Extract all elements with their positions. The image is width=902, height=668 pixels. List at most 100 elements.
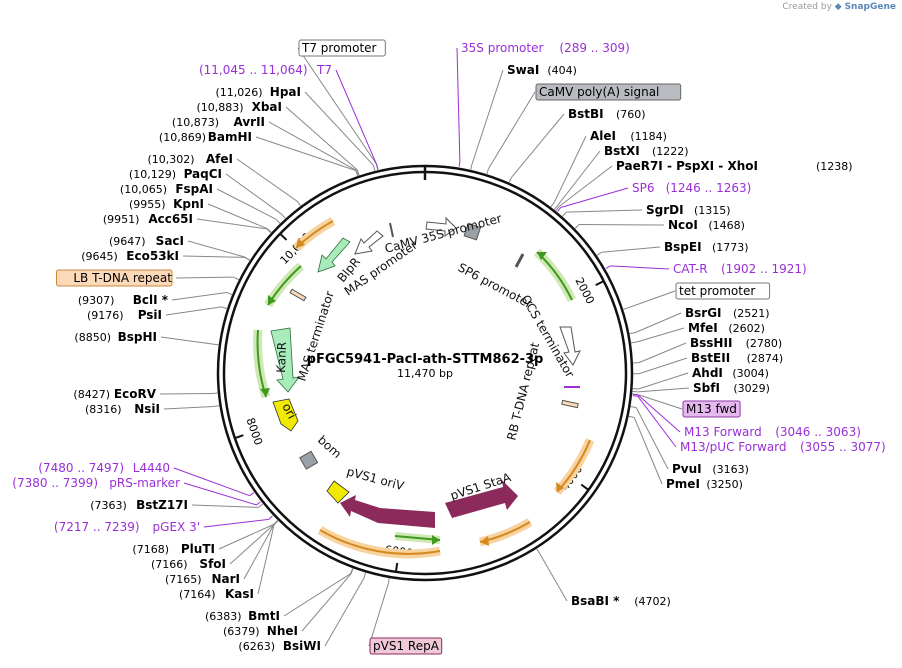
cat-r-primer: CAT-R bbox=[673, 262, 708, 276]
bsiwi-enzyme: BsiWI bbox=[283, 639, 321, 653]
m13-puc-forward-primer: M13/pUC Forward bbox=[680, 440, 787, 454]
label-bamhi[interactable]: BamHI(10,869) bbox=[159, 130, 359, 177]
bsshii-position: (2780) bbox=[746, 337, 783, 350]
label-m13-puc-forward[interactable]: M13/pUC Forward (3055 .. 3077) bbox=[632, 395, 886, 454]
label-acc65i[interactable]: Acc65I(9951) bbox=[103, 212, 272, 234]
kpni-position: (9955) bbox=[129, 198, 166, 211]
label-sfoi[interactable]: SfoI(7166) bbox=[151, 519, 279, 571]
label-bstbi[interactable]: BstBI(760) bbox=[508, 107, 646, 183]
label-mfei[interactable]: MfeI(2602) bbox=[630, 321, 765, 344]
bsabi-position: (4702) bbox=[634, 595, 671, 608]
label-l4440[interactable]: L4440(7480 .. 7497) bbox=[38, 461, 255, 497]
label-pmei[interactable]: PmeI(3250) bbox=[628, 415, 743, 491]
eco53ki-enzyme: Eco53kI bbox=[126, 249, 179, 263]
label-bcli[interactable]: BclI *(9307) bbox=[78, 291, 233, 307]
label-hpai[interactable]: HpaI (11,026) bbox=[216, 85, 376, 172]
fspai-enzyme: FspAI bbox=[175, 182, 213, 196]
paqci-enzyme: PaqCI bbox=[184, 167, 222, 181]
label-tet-promoter[interactable]: tet promoter bbox=[622, 282, 771, 310]
label-bsiwi[interactable]: BsiWI(6263) bbox=[238, 572, 367, 653]
psii-enzyme: PsiI bbox=[138, 308, 162, 322]
label-fspai[interactable]: FspAI(10,065) bbox=[120, 182, 281, 224]
label-m13-forward[interactable]: M13 Forward(3046 .. 3063) bbox=[632, 393, 861, 439]
label-alei[interactable]: AleI(1184) bbox=[550, 129, 667, 208]
label-bstxi[interactable]: BstXI(1222) bbox=[553, 144, 689, 211]
size-tick-2 bbox=[395, 562, 399, 572]
label-bsphi[interactable]: BspHI(8850) bbox=[74, 330, 219, 346]
label-ahdi[interactable]: AhdI(3004) bbox=[632, 366, 769, 390]
label-camv-poly-a-signal[interactable]: CaMV poly(A) signal bbox=[486, 83, 682, 175]
pvs1-repa-box bbox=[369, 637, 443, 655]
afei-enzyme: AfeI bbox=[206, 152, 233, 166]
label-bsrgi[interactable]: BsrGI(2521) bbox=[629, 306, 770, 335]
camv-poly-a-signal-box bbox=[535, 83, 682, 101]
label-psii[interactable]: PsiI (9176) bbox=[87, 306, 228, 322]
label-bsabi[interactable]: BsaBI *(4702) bbox=[536, 548, 671, 608]
label-ecorv[interactable]: EcoRV(8427) bbox=[73, 387, 219, 401]
nari-position: (7165) bbox=[165, 573, 202, 586]
label-pluti[interactable]: PluTI(7168) bbox=[132, 519, 279, 556]
mfei-position: (2602) bbox=[728, 322, 765, 335]
label-eco53ki[interactable]: Eco53kI(9645) bbox=[81, 249, 251, 263]
m13-puc-forward-range: (3055 .. 3077) bbox=[800, 440, 886, 454]
label-paqci[interactable]: PaqCI(10,129) bbox=[129, 167, 286, 219]
label-pgex-3[interactable]: pGEX 3'(7217 .. 7239) bbox=[54, 515, 273, 534]
label-sbfi[interactable]: SbfI(3029) bbox=[632, 381, 770, 395]
bsteii-enzyme: BstEII bbox=[691, 351, 730, 365]
label-xbai[interactable]: XbaI(10,883) bbox=[197, 100, 360, 176]
label-sgrdi[interactable]: SgrDI(1315) bbox=[561, 203, 731, 218]
sgrdi-enzyme: SgrDI bbox=[646, 203, 684, 217]
saci-position: (9647) bbox=[109, 235, 146, 248]
alei-position: (1184) bbox=[630, 130, 667, 143]
label-bstz17i[interactable]: BstZ17I (7363) bbox=[90, 498, 264, 512]
label-bsteii[interactable]: BstEII(2874) bbox=[632, 351, 783, 375]
label-lb-t-dna-repeat[interactable]: LB T-DNA repeat bbox=[56, 269, 240, 287]
sbfi-position: (3029) bbox=[733, 382, 770, 395]
bstz17i-position: (7363) bbox=[90, 499, 127, 512]
label-bsshii[interactable]: BssHII(2780) bbox=[632, 336, 783, 364]
label-t7[interactable]: T7(11,045 .. 11,064) bbox=[199, 63, 379, 170]
plasmid-length: 11,470 bp bbox=[397, 367, 453, 380]
avrii-position: (10,873) bbox=[172, 116, 219, 129]
label-kasi[interactable]: KasI(7164) bbox=[179, 520, 279, 601]
label-pvs1-repa[interactable]: pVS1 RepA bbox=[368, 577, 443, 655]
label-nsii[interactable]: NsiI(8316) bbox=[85, 402, 220, 416]
hpai-position: (11,026) bbox=[216, 86, 263, 99]
hpai-enzyme: HpaI bbox=[270, 85, 301, 99]
cat-r-range: (1902 .. 1921) bbox=[721, 262, 807, 276]
sfoi-position: (7166) bbox=[151, 558, 188, 571]
label-afei[interactable]: AfeI(10,302) bbox=[148, 152, 302, 207]
bstbi-enzyme: BstBI bbox=[568, 107, 604, 121]
sp6-primer: SP6 bbox=[632, 181, 655, 195]
label-swai[interactable]: SwaI(404) bbox=[470, 63, 577, 171]
label-pvui[interactable]: PvuI(3163) bbox=[630, 406, 749, 476]
label-t7-promoter[interactable]: T7 promoter bbox=[297, 39, 386, 171]
psii-position: (9176) bbox=[87, 309, 124, 322]
label-nari[interactable]: NarI(7165) bbox=[165, 520, 279, 586]
pvui-enzyme: PvuI bbox=[672, 462, 702, 476]
label-cat-r[interactable]: CAT-R (1902 .. 1921) bbox=[605, 262, 807, 276]
label-35s-promoter[interactable]: 35S promoter(289 .. 309) bbox=[456, 41, 630, 167]
pvs1-repa-feature: pVS1 RepA bbox=[373, 639, 440, 653]
paer7i-pspxi-xhoi-enzyme: PaeR7I - PspXI - XhoI bbox=[616, 159, 758, 173]
pmei-position: (3250) bbox=[706, 478, 743, 491]
label-prs-marker[interactable]: pRS-marker(7380 .. 7399) bbox=[12, 476, 261, 506]
label-nhei[interactable]: NheI(6379) bbox=[223, 568, 354, 638]
label-paer7i-pspxi-xhoi[interactable]: PaeR7I - PspXI - XhoI(1238) bbox=[555, 159, 853, 212]
label-ncoi[interactable]: NcoI(1468) bbox=[574, 218, 745, 232]
bstz17i-enzyme: BstZ17I bbox=[136, 498, 188, 512]
label-m13-fwd[interactable]: M13 fwd bbox=[631, 393, 741, 418]
ahdi-enzyme: AhdI bbox=[692, 366, 723, 380]
label-bspei[interactable]: BspEI(1773) bbox=[596, 240, 749, 257]
label-saci[interactable]: SacI(9647) bbox=[109, 234, 251, 261]
size-tick-label-3: 8000 bbox=[244, 416, 265, 447]
kasi-enzyme: KasI bbox=[225, 587, 254, 601]
label-sp6[interactable]: SP6(1246 .. 1263) bbox=[557, 181, 752, 212]
l4440-primer: L4440 bbox=[133, 461, 170, 475]
bspei-position: (1773) bbox=[712, 241, 749, 254]
swai-enzyme: SwaI bbox=[507, 63, 539, 77]
label-bmti[interactable]: BmtI(6383) bbox=[205, 567, 354, 623]
tet-promoter-box bbox=[675, 282, 771, 300]
nsii-position: (8316) bbox=[85, 403, 122, 416]
